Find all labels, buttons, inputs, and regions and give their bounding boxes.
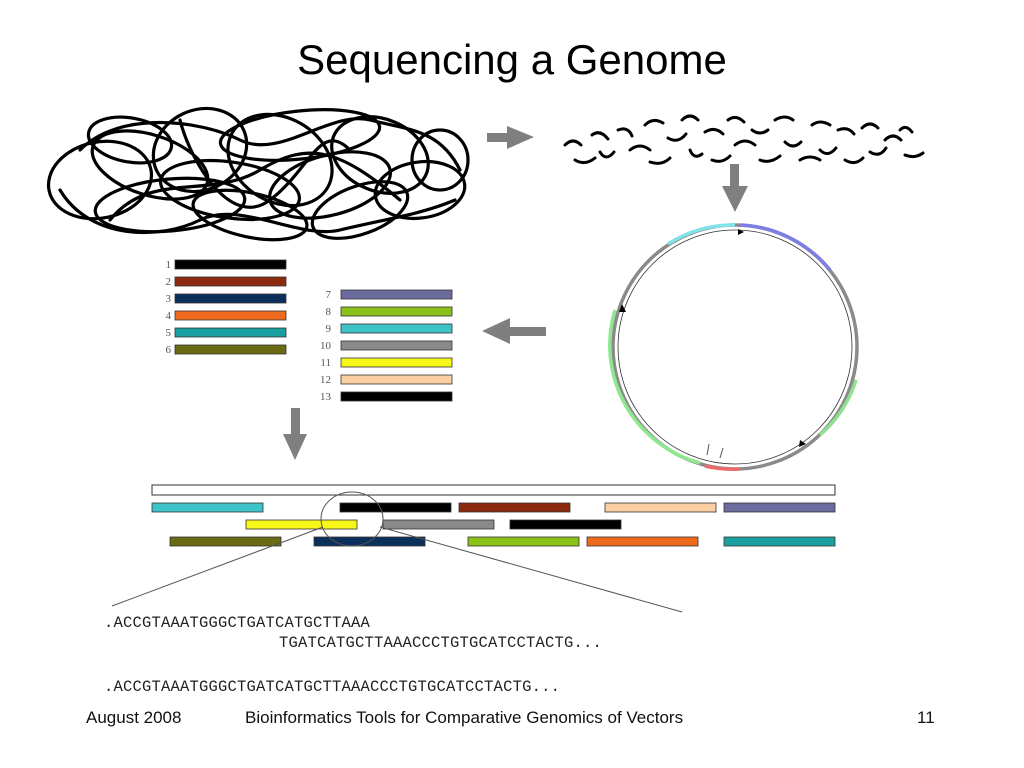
assembly-fragment-11 [245,519,358,530]
fragment-list-left: 1 2 3 4 5 6 [166,259,287,356]
fragment-label: 7 [326,289,332,301]
fragment-label: 6 [166,344,172,356]
assembly-fragment-5 [723,536,836,547]
arrow-down-icon [283,408,307,460]
footer-date: August 2008 [86,708,182,727]
assembly-fragment-13 [339,502,452,513]
fragment-bar [174,344,287,355]
fragment-list-right: 7 8 9 10 11 12 13 [320,289,453,403]
assembly-fragment-7 [723,502,836,513]
zoom-line-left [111,526,324,607]
fragment-bar [340,340,453,351]
fragment-bar [340,374,453,385]
zoom-line-right [379,526,683,613]
fragment-label: 11 [320,357,331,369]
assembly-fragment-4 [586,536,699,547]
fragment-bar [174,259,287,270]
fragment-bar [340,289,453,300]
fragment-bar [174,327,287,338]
sequence-read-2: TGATCATGCTTAAACCCTGTGCATCCTACTG... [279,634,603,652]
fragment-bar [174,293,287,304]
assembly-fragment-6 [169,536,282,547]
assembly-fragment-2 [458,502,571,513]
assembly-fragment-12 [604,502,717,513]
fragmented-dna-illustration [563,114,925,165]
fragment-label: 9 [326,323,332,335]
fragment-bar [174,310,287,321]
fragment-bar [174,276,287,287]
arrow-right-icon [487,126,534,149]
fragment-bar [340,306,453,317]
assembly-fragment-1 [509,519,622,530]
fragment-label: 1 [166,259,172,271]
page-number: 11 [917,708,935,727]
assembly-fragment-9 [151,502,264,513]
plasmid-map [608,223,859,471]
arrow-left-icon [482,318,546,344]
fragment-label: 10 [320,340,332,352]
fragment-label: 4 [166,310,172,322]
fragment-bar [340,323,453,334]
fragment-bar [340,357,453,368]
fragment-label: 3 [166,293,172,305]
fragment-label: 8 [326,306,332,318]
reference-bar [151,484,836,496]
fragment-label: 5 [166,327,172,339]
fragment-label: 12 [320,374,331,386]
assembly-fragment-10 [382,519,495,530]
fragment-label: 2 [166,276,172,288]
zoom-circle [320,491,384,547]
assembly-alignment [111,484,836,613]
slide-title: Sequencing a Genome [297,36,727,83]
sequence-read-1: .ACCGTAAATGGGCTGATCATGCTTAAA [104,614,371,632]
consensus-sequence: .ACCGTAAATGGGCTGATCATGCTTAAACCCTGTGCATCC… [104,678,561,696]
assembly-fragment-8 [467,536,580,547]
tangled-genome-illustration [46,106,470,242]
footer-title: Bioinformatics Tools for Comparative Gen… [245,708,684,727]
fragment-bar [340,391,453,402]
arrow-down-icon [722,164,748,212]
fragment-label: 13 [320,391,332,403]
